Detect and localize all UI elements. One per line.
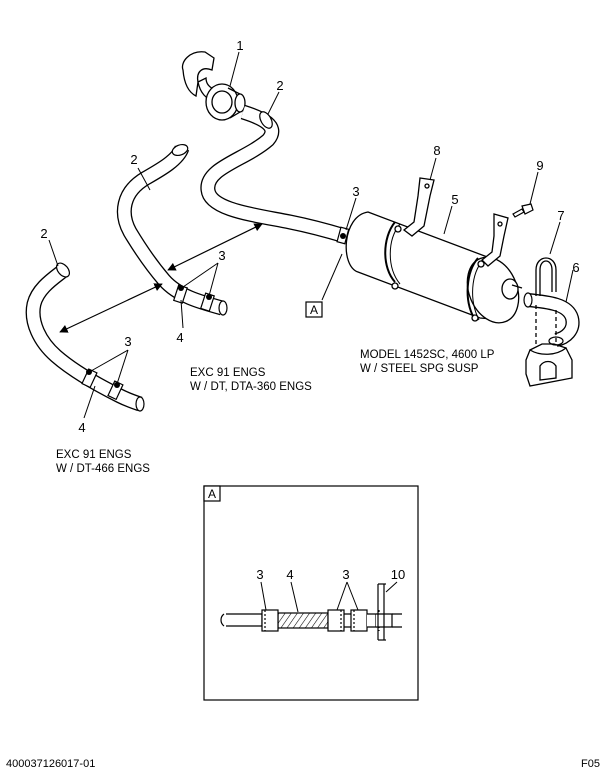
callout-9: 9 bbox=[536, 158, 543, 173]
flex-pipe-dt360 bbox=[116, 143, 228, 316]
callout-3-main: 3 bbox=[352, 184, 359, 199]
view-marker-a: A bbox=[305, 301, 323, 318]
callout-1: 1 bbox=[236, 38, 243, 53]
caption-middle-engines: EXC 91 ENGS W / DT, DTA-360 ENGS bbox=[190, 366, 312, 394]
caption-left-line-2: W / DT-466 ENGS bbox=[56, 463, 150, 475]
muffler-bracket bbox=[402, 177, 509, 267]
detail-pipe-assembly bbox=[220, 583, 402, 641]
caption-left-line-1: EXC 91 ENGS bbox=[56, 449, 132, 461]
callout-2-main: 2 bbox=[276, 78, 283, 93]
footer-part-number: 400037126017-01 bbox=[6, 758, 96, 770]
detail-marker-a-label: A bbox=[208, 487, 216, 501]
callout-4-left: 4 bbox=[78, 420, 85, 435]
detail-leader-lines bbox=[260, 581, 398, 613]
caption-middle-line-2: W / DT, DTA-360 ENGS bbox=[190, 381, 312, 393]
detail-view-a: A bbox=[203, 485, 419, 701]
callout-4-middle: 4 bbox=[176, 330, 183, 345]
callout-2-middle: 2 bbox=[130, 152, 137, 167]
callout-3-middle: 3 bbox=[218, 248, 225, 263]
callout-numbers: 1 2 2 2 3 3 3 4 4 5 6 7 8 9 bbox=[40, 38, 579, 435]
detail-callout-3-left: 3 bbox=[256, 567, 263, 582]
clamp-main bbox=[336, 226, 350, 245]
leader-lines bbox=[48, 51, 574, 419]
flex-pipe-dt466 bbox=[25, 262, 145, 412]
caption-muffler-model: MODEL 1452SC, 4600 LP W / STEEL SPG SUSP bbox=[360, 348, 494, 376]
callout-8: 8 bbox=[433, 143, 440, 158]
bolt bbox=[512, 203, 534, 218]
callout-5: 5 bbox=[451, 192, 458, 207]
detail-callouts: 3 4 3 10 bbox=[256, 567, 405, 582]
alternative-arrows bbox=[59, 223, 263, 333]
callout-6: 6 bbox=[572, 260, 579, 275]
detail-callout-4: 4 bbox=[286, 567, 293, 582]
exhaust-pipe-main bbox=[200, 104, 348, 244]
view-marker-a-label: A bbox=[310, 303, 318, 317]
detail-callout-10: 10 bbox=[391, 567, 405, 582]
caption-muffler-line-1: MODEL 1452SC, 4600 LP bbox=[360, 349, 495, 361]
callout-7: 7 bbox=[557, 208, 564, 223]
callout-3-left: 3 bbox=[124, 334, 131, 349]
detail-callout-3-right: 3 bbox=[342, 567, 349, 582]
callout-2-left: 2 bbox=[40, 226, 47, 241]
caption-middle-line-1: EXC 91 ENGS bbox=[190, 367, 266, 379]
turbo-elbow bbox=[181, 51, 246, 121]
muffler bbox=[345, 211, 523, 324]
caption-muffler-line-2: W / STEEL SPG SUSP bbox=[360, 363, 479, 375]
tail-pipe bbox=[523, 292, 580, 347]
caption-left-engines: EXC 91 ENGS W / DT-466 ENGS bbox=[56, 448, 150, 476]
footer-code: F05 bbox=[581, 758, 600, 770]
u-bolt-clamp bbox=[525, 257, 573, 387]
